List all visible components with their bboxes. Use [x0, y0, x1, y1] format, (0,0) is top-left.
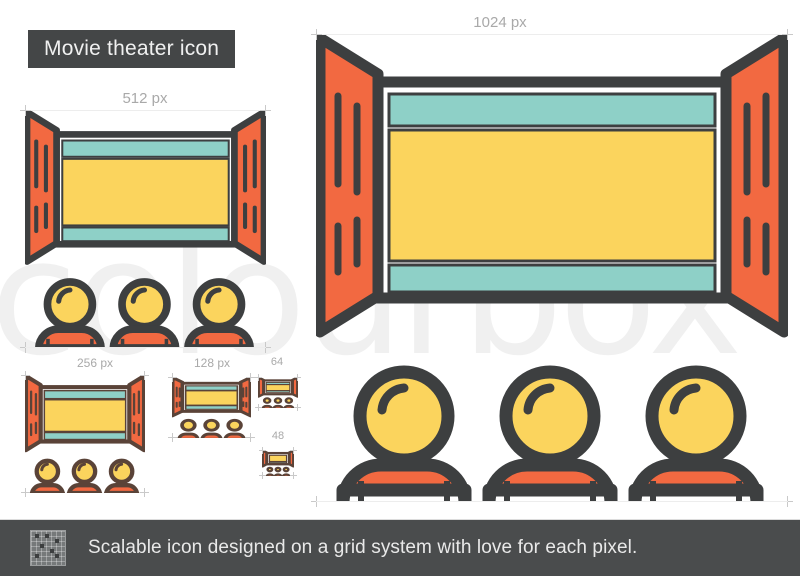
grid-icon [30, 530, 66, 566]
movie-theater-icon-128 [172, 377, 251, 438]
movie-theater-icon-512 [25, 110, 266, 348]
dimension-label-256: 256 px [76, 356, 114, 370]
movie-theater-icon-1024 [316, 34, 788, 502]
icon-title-label: Movie theater icon [44, 37, 220, 60]
movie-theater-icon-256 [25, 375, 145, 493]
dimension-label-128: 128 px [193, 356, 231, 370]
dimension-label-512: 512 px [122, 90, 168, 107]
dimension-label-64: 64 [270, 356, 284, 368]
footer-divider [0, 519, 800, 520]
footer-caption: Scalable icon designed on a grid system … [88, 537, 638, 558]
icon-title-chip: Movie theater icon [28, 30, 236, 68]
movie-theater-icon-48 [262, 450, 294, 476]
dimension-label-1024: 1024 px [473, 14, 527, 31]
movie-theater-icon-64 [258, 377, 298, 408]
footer-bar: Scalable icon designed on a grid system … [0, 520, 800, 576]
dimension-label-48: 48 [271, 430, 285, 442]
